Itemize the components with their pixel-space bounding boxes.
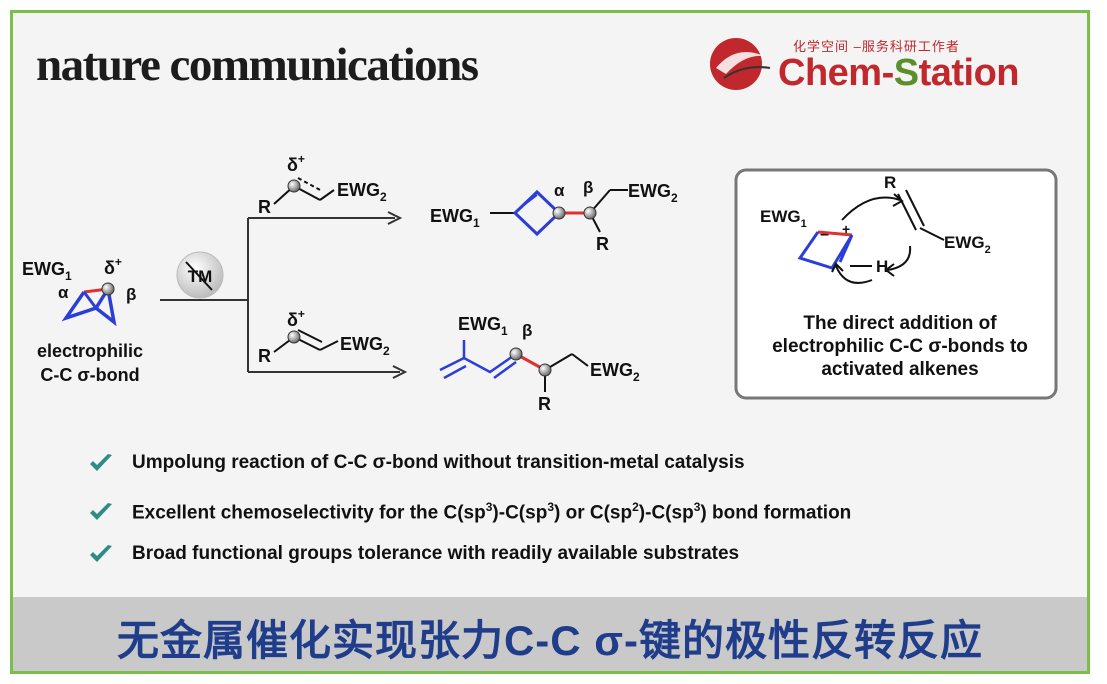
top-alkene-reagent: δ+ R EWG2 — [258, 152, 387, 217]
box-ewg2: EWG2 — [944, 233, 991, 256]
svg-text:R: R — [538, 394, 551, 414]
reaction-scheme: EWG1 δ+ α β electrophilic C-C σ-bond TM … — [22, 152, 1058, 414]
journal-title: nature communications — [36, 39, 479, 91]
bottom-reagent-ewg2: EWG2 — [340, 334, 390, 358]
top-reagent-delta: δ+ — [287, 152, 305, 175]
check-icon — [90, 545, 112, 562]
svg-text:R: R — [596, 234, 609, 254]
check-icon — [90, 503, 112, 521]
top-product-ewg2: EWG2 — [628, 181, 678, 205]
left-caption-line2: C-C σ-bond — [40, 365, 139, 385]
svg-text:+: + — [842, 221, 850, 237]
bottom-product-ewg1: EWG1 — [458, 314, 508, 338]
bottom-reagent-delta: δ+ — [287, 307, 305, 330]
svg-text:β: β — [522, 321, 532, 340]
bicyclobutane-structure: EWG1 δ+ α β electrophilic C-C σ-bond — [22, 255, 143, 385]
top-reagent-r: R — [258, 197, 271, 217]
bottom-alkene-reagent: δ+ R EWG2 — [258, 307, 390, 366]
title-banner: 无金属催化实现张力C-C σ-键的极性反转反应 — [13, 597, 1087, 671]
svg-text:R: R — [884, 173, 896, 192]
diene-product: EWG1 β EWG2 R — [439, 314, 640, 414]
top-reagent-ewg2: EWG2 — [337, 180, 387, 204]
bullet-chemoselectivity: Excellent chemoselectivity for the C(sp3… — [88, 500, 851, 524]
chem-station-logo-icon — [710, 38, 771, 90]
left-ewg1-label: EWG1 — [22, 259, 72, 283]
top-product-ewg1: EWG1 — [430, 206, 480, 230]
tm-free-icon: TM — [176, 251, 224, 299]
cyclobutene-product: EWG1 α β EWG2 R — [430, 178, 678, 254]
box-ewg1: EWG1 — [760, 207, 807, 230]
mechanism-box: EWG1 − + R EWG2 H — [734, 168, 1058, 400]
left-alpha-label: α — [58, 283, 69, 302]
logo-subtitle: 化学空间 –服务科研工作者 — [793, 39, 960, 54]
mechanism-box-caption: The direct addition of electrophilic C-C… — [772, 313, 1028, 380]
bottom-reagent-r: R — [258, 346, 271, 366]
bullet-tolerance: Broad functional groups tolerance with r… — [88, 543, 739, 565]
banner-title: 无金属催化实现张力C-C σ-键的极性反转反应 — [116, 617, 984, 664]
left-delta-label: δ+ — [104, 255, 122, 278]
svg-text:β: β — [583, 178, 593, 197]
bottom-product-ewg2: EWG2 — [590, 360, 640, 384]
left-beta-label: β — [126, 285, 136, 304]
svg-text:−: − — [820, 227, 829, 244]
left-caption-line1: electrophilic — [37, 341, 143, 361]
logo-name: Chem-Station — [778, 52, 1020, 94]
check-icon — [90, 454, 112, 471]
reaction-arrows — [160, 211, 408, 379]
svg-text:α: α — [554, 181, 565, 200]
svg-text:H: H — [876, 257, 888, 276]
bullet-umpolung: Umpolung reaction of C-C σ-bond without … — [88, 452, 745, 474]
